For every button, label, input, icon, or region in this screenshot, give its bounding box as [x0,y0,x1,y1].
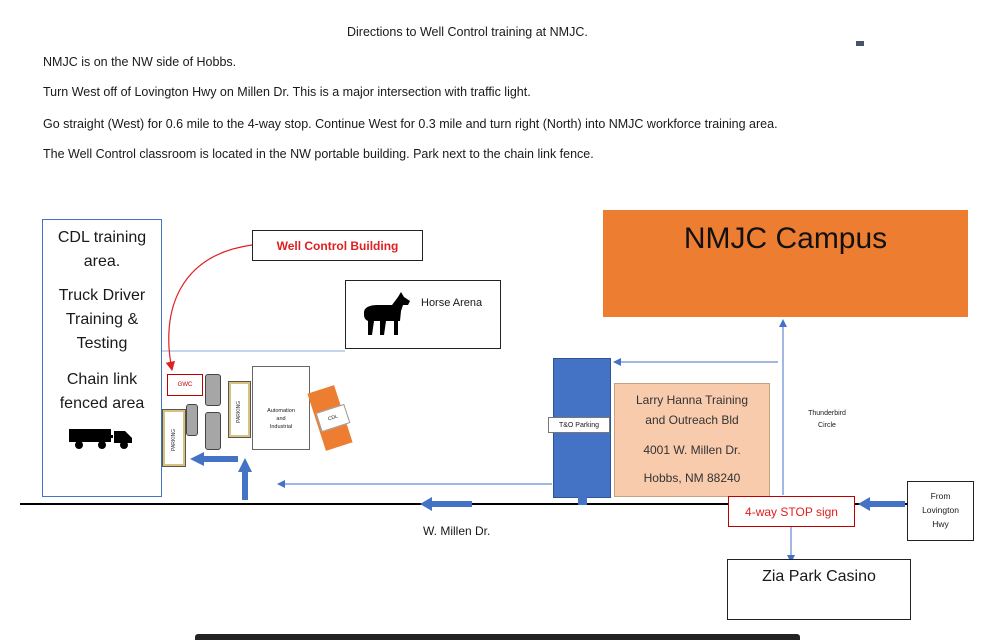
lovington-arrow-head [858,497,870,511]
lovington-line-1: From [930,491,951,501]
cdl-line-4: Training & [65,311,139,328]
automation-line-2: and [276,416,286,422]
direction-line-3: Go straight (West) for 0.6 mile to the 4… [43,117,778,131]
thunderbird-line-1: Thunderbird [808,410,846,417]
millen-dr-label: W. Millen Dr. [423,524,491,538]
bottom-scroll-bar[interactable] [195,634,800,640]
larry-hanna-address: 4001 W. Millen Dr. [643,443,741,457]
automation-industrial-building: Automation and Industrial [252,366,310,450]
lot-up-arrow-head [238,458,252,472]
millen-arrow-head [420,497,432,511]
cdl-line-3: Truck Driver [58,287,146,304]
stop-sign-label: 4-way STOP sign [728,496,855,527]
cdl-training-area: CDL training area. Truck Driver Training… [42,219,162,497]
well-control-red-arrow [165,244,253,372]
horse-icon [364,292,410,335]
zia-park-casino: Zia Park Casino [727,559,911,620]
cdl-line-7: fenced area [59,395,145,412]
larry-hanna-line-1: Larry Hanna Training [635,393,749,407]
thunderbird-line-2: Circle [818,422,836,429]
gwc-building: GWC [167,374,203,396]
thunderbird-circle-label: Thunderbird Circle [796,408,858,432]
cdl-line-5: Testing [76,335,128,352]
portable-building-2 [205,412,221,450]
nmjc-campus: NMJC Campus [603,210,968,317]
direction-line-2: Turn West off of Lovington Hwy on Millen… [43,85,531,99]
to-parking-label: T&O Parking [548,417,610,433]
parking-left-label: PARKING [171,428,177,452]
parking-center-label: PARKING [236,400,242,424]
direction-line-1: NMJC is on the NW side of Hobbs. [43,55,237,69]
portable-building-3 [186,404,198,436]
document-title: Directions to Well Control training at N… [347,25,588,39]
automation-line-3: Industrial [269,424,293,430]
from-lovington-box: From Lovington Hwy [907,481,974,541]
horse-arena-label: Horse Arena [421,297,483,309]
cdl-line-1: CDL training [57,229,147,246]
well-control-building-label: Well Control Building [252,230,423,261]
larry-hanna-city: Hobbs, NM 88240 [643,471,741,485]
portable-building-1 [205,374,221,406]
minimize-marker-icon [856,41,864,46]
direction-line-4: The Well Control classroom is located in… [43,147,594,161]
horse-arena: Horse Arena [345,280,501,349]
nmjc-campus-label: NMJC Campus [683,222,888,255]
zia-park-label: Zia Park Casino [762,568,876,585]
automation-line-1: Automation [267,408,295,414]
parking-center: PARKING [228,381,251,438]
cdl-line-6: Chain link [66,371,138,388]
larry-hanna-line-2: and Outreach Bld [645,413,739,427]
lovington-line-2: Lovington [922,505,959,515]
larry-hanna-building: Larry Hanna Training and Outreach Bld 40… [614,383,770,497]
lovington-line-3: Hwy [932,519,949,529]
cdl-line-2: area. [83,253,121,270]
parking-left-arrow-head [190,452,204,466]
parking-left: PARKING [162,409,186,467]
to-parking-entrance [578,497,587,505]
truck-icon [69,429,132,449]
